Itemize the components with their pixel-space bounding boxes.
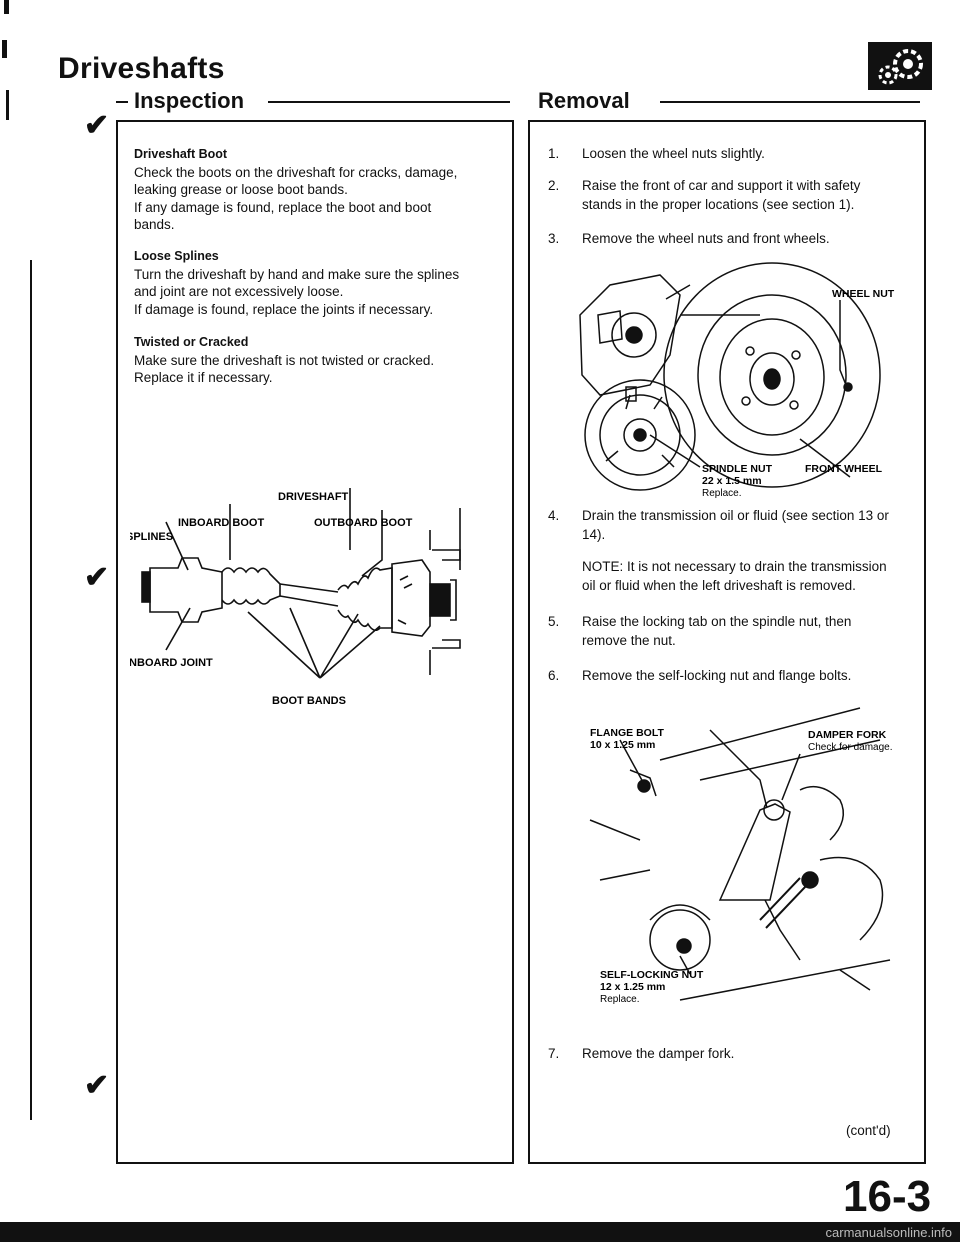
watermark: carmanualsonline.info: [825, 1225, 952, 1240]
inspection-heading: Inspection: [134, 88, 245, 113]
note-text: oil or fluid when the left driveshaft is…: [582, 578, 856, 593]
flange-size-label: 10 x 1.25 mm: [590, 739, 655, 751]
bottom-bar: [0, 1222, 960, 1242]
check-mark-icon: ✔: [84, 1069, 110, 1102]
removal-panel: [528, 120, 926, 1164]
text-line: If damage is found, replace the joints i…: [134, 301, 434, 317]
text-line: bands.: [134, 217, 175, 232]
page-title: Driveshafts: [58, 52, 225, 85]
removal-step-4: 4. Drain the transmission oil or fluid (…: [548, 506, 918, 546]
wheel-nut-label: WHEEL NUT: [832, 288, 895, 300]
step-text-block: Raise the front of car and support it wi…: [582, 176, 860, 214]
spindle-nut-label: SPINDLE NUT: [702, 463, 773, 475]
note-text: NOTE: It is not necessary to drain the t…: [582, 559, 887, 574]
nut-size-label: 12 x 1.25 mm: [600, 981, 665, 993]
binding-mark-top: [4, 0, 9, 14]
margin-line: [6, 90, 9, 120]
self-locking-nut-label: SELF-LOCKING NUT: [600, 969, 704, 981]
text-line: and joint are not excessively loose.: [134, 284, 344, 299]
text-line: Check the boots on the driveshaft for cr…: [134, 164, 458, 180]
text-line: Replace it if necessary.: [134, 370, 273, 385]
step-number: 2.: [548, 178, 560, 193]
removal-heading: Removal: [538, 88, 630, 113]
step-number: 5.: [548, 614, 560, 629]
step-text: remove the nut.: [582, 633, 676, 648]
step-text: Raise the locking tab on the spindle nut…: [582, 614, 852, 629]
margin-line: [30, 260, 32, 1120]
text-line: leaking grease or loose boot bands.: [134, 182, 348, 197]
step-text: Raise the front of car and support it wi…: [582, 178, 861, 193]
check-mark-icon: ✔: [84, 109, 110, 142]
step-number: 1.: [548, 146, 560, 161]
damper-fork-label: DAMPER FORK: [808, 729, 887, 741]
step-text: 14).: [582, 527, 606, 542]
inboard-boot-label: INBOARD BOOT: [178, 517, 264, 529]
flange-bolt-label: FLANGE BOLT: [590, 727, 664, 739]
loose-splines-subhead: Loose Splines: [134, 249, 219, 263]
page-number: 16-3: [843, 1172, 932, 1221]
boot-bands-label: BOOT BANDS: [272, 695, 346, 707]
removal-heading-rule: [660, 101, 920, 103]
step-number: 7.: [548, 1046, 560, 1061]
spindle-size-label: 22 x 1.5 mm: [702, 475, 762, 487]
front-wheel-label: FRONT WHEEL: [805, 463, 883, 475]
driveshaft-boot-subhead: Driveshaft Boot: [134, 147, 228, 161]
nut-replace-label: Replace.: [600, 994, 639, 1005]
inspection-heading-rule-left: [116, 101, 128, 103]
inspection-panel: [116, 120, 514, 1164]
removal-step-2: 2. Raise the front of car and support it…: [548, 176, 918, 216]
damper-check-label: Check for damage.: [808, 742, 893, 753]
gear-icon: [868, 42, 932, 90]
twisted-cracked-subhead: Twisted or Cracked: [134, 335, 249, 349]
removal-step-5: 5. Raise the locking tab on the spindle …: [548, 612, 918, 652]
removal-note: NOTE: It is not necessary to drain the t…: [582, 557, 922, 595]
driveshaft-label: DRIVESHAFT: [278, 491, 349, 503]
step-number: 4.: [548, 508, 560, 523]
step-text: Loosen the wheel nuts slightly.: [582, 146, 765, 161]
step-text-block: Raise the locking tab on the spindle nut…: [582, 612, 851, 650]
binding-mark: [2, 40, 7, 58]
damper-fork-diagram: FLANGE BOLT 10 x 1.25 mm DAMPER FORK Che…: [589, 707, 893, 1005]
step-text-block: Drain the transmission oil or fluid (see…: [582, 506, 889, 544]
twisted-cracked-section: Twisted or Cracked Make sure the drivesh…: [134, 334, 494, 387]
inspection-heading-rule: [268, 101, 510, 103]
inboard-joint-label: INBOARD JOINT: [130, 657, 213, 669]
wheel-removal-diagram: WHEEL NUT SPINDLE NUT 22 x 1.5 mm Replac…: [579, 262, 895, 499]
driveshaft-diagram: DRIVESHAFT INBOARD BOOT OUTBOARD BOOT SP…: [130, 488, 461, 707]
step-text: Remove the damper fork.: [582, 1046, 735, 1061]
step-text: Drain the transmission oil or fluid (see…: [582, 508, 889, 523]
spindle-replace-label: Replace.: [702, 488, 741, 499]
step-number: 6.: [548, 668, 560, 683]
step-text: stands in the proper locations (see sect…: [582, 197, 855, 212]
text-line: Turn the driveshaft by hand and make sur…: [134, 266, 460, 282]
loose-splines-section: Loose Splines Turn the driveshaft by han…: [134, 248, 494, 318]
continued-label: (cont'd): [846, 1123, 891, 1138]
check-mark-icon: ✔: [84, 561, 110, 594]
text-line: If any damage is found, replace the boot…: [134, 199, 432, 215]
step-text: Remove the self-locking nut and flange b…: [582, 668, 852, 683]
step-number: 3.: [548, 231, 560, 246]
step-text: Remove the wheel nuts and front wheels.: [582, 231, 830, 246]
splines-label: SPLINES: [130, 531, 173, 543]
text-line: Make sure the driveshaft is not twisted …: [134, 352, 435, 368]
outboard-boot-label: OUTBOARD BOOT: [314, 517, 413, 529]
driveshaft-boot-section: Driveshaft Boot Check the boots on the d…: [134, 146, 494, 234]
